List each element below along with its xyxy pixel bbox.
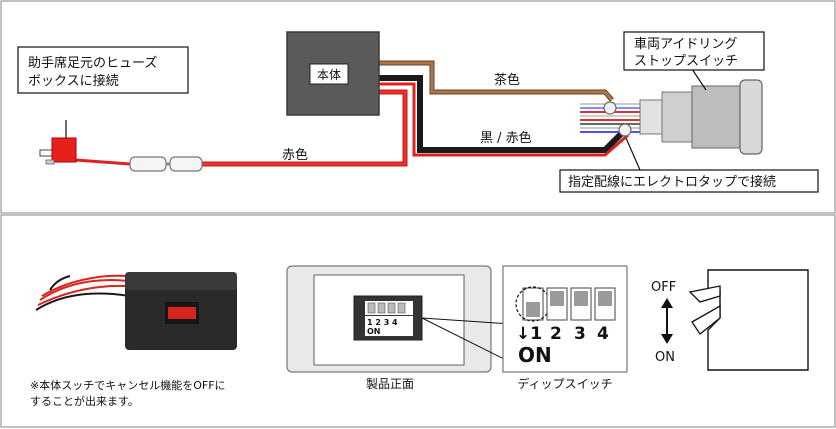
dip-switch-caption: ディップスイッチ [517, 376, 612, 391]
tap-label: 指定配線にエレクトロタップで接続 [568, 174, 776, 190]
dip-on-label: ON [518, 343, 552, 367]
dip-switch-3 [570, 287, 592, 321]
black-wire [378, 75, 628, 153]
dip-number-1: ↓1 [516, 324, 542, 344]
red-wire-label: 赤色 [282, 147, 308, 163]
dip-switch-1 [515, 286, 551, 322]
brown-wire-highlight [378, 61, 614, 101]
product-photo [30, 238, 245, 366]
dip-switch-4 [594, 287, 616, 321]
brown-wire-label: 茶色 [494, 72, 520, 88]
toggle-switch-icon [688, 269, 809, 371]
fuse-box-label-frame [17, 46, 189, 94]
front-view-caption: 製品正面 [366, 377, 414, 391]
fuse-box-label-line2: ボックスに接続 [28, 73, 119, 89]
front-mini-numbers: 1 2 3 4 [367, 318, 398, 327]
switch-label-line2: ストップスイッチ [634, 54, 738, 69]
up-down-arrow-icon [661, 298, 673, 344]
toggle-on-label: ON [655, 350, 675, 365]
photo-note-line2: することが出来ます。 [30, 394, 139, 408]
black-red-wire-stripe [378, 82, 629, 157]
dip-number-3: 3 [574, 324, 586, 344]
zoom-line-top [421, 317, 511, 325]
fuse-icon [39, 137, 77, 165]
red-wire-to-fuse [75, 158, 131, 166]
photo-note-line1: ※本体スッチでキャンセル機能をOFFに [30, 378, 226, 392]
dip-number-4: 4 [597, 324, 609, 344]
switch-label-line1: 車両アイドリング [634, 37, 737, 52]
front-view-drawing [286, 265, 492, 373]
zoom-line-bottom [421, 317, 511, 363]
electro-tap-black-red-icon [618, 123, 632, 137]
main-unit-label-box [309, 63, 349, 85]
idling-stop-switch-icon [639, 79, 763, 155]
front-mini-on: ON [367, 327, 381, 336]
dip-number-2: 2 [550, 324, 562, 344]
black-red-wire-label: 黒 / 赤色 [480, 130, 532, 146]
tap-leader-line [625, 137, 641, 171]
splice-connector-icon [129, 156, 203, 172]
main-unit-label: 本体 [317, 68, 341, 82]
switch-label-frame [623, 31, 765, 71]
fuse-box-label-line1: 助手席足元のヒューズ [28, 55, 157, 71]
electro-tap-brown-icon [603, 101, 617, 115]
dip-switch-2 [546, 287, 568, 321]
red-wire-highlight [200, 90, 407, 166]
toggle-off-label: OFF [651, 280, 676, 295]
tap-label-frame [559, 169, 819, 193]
